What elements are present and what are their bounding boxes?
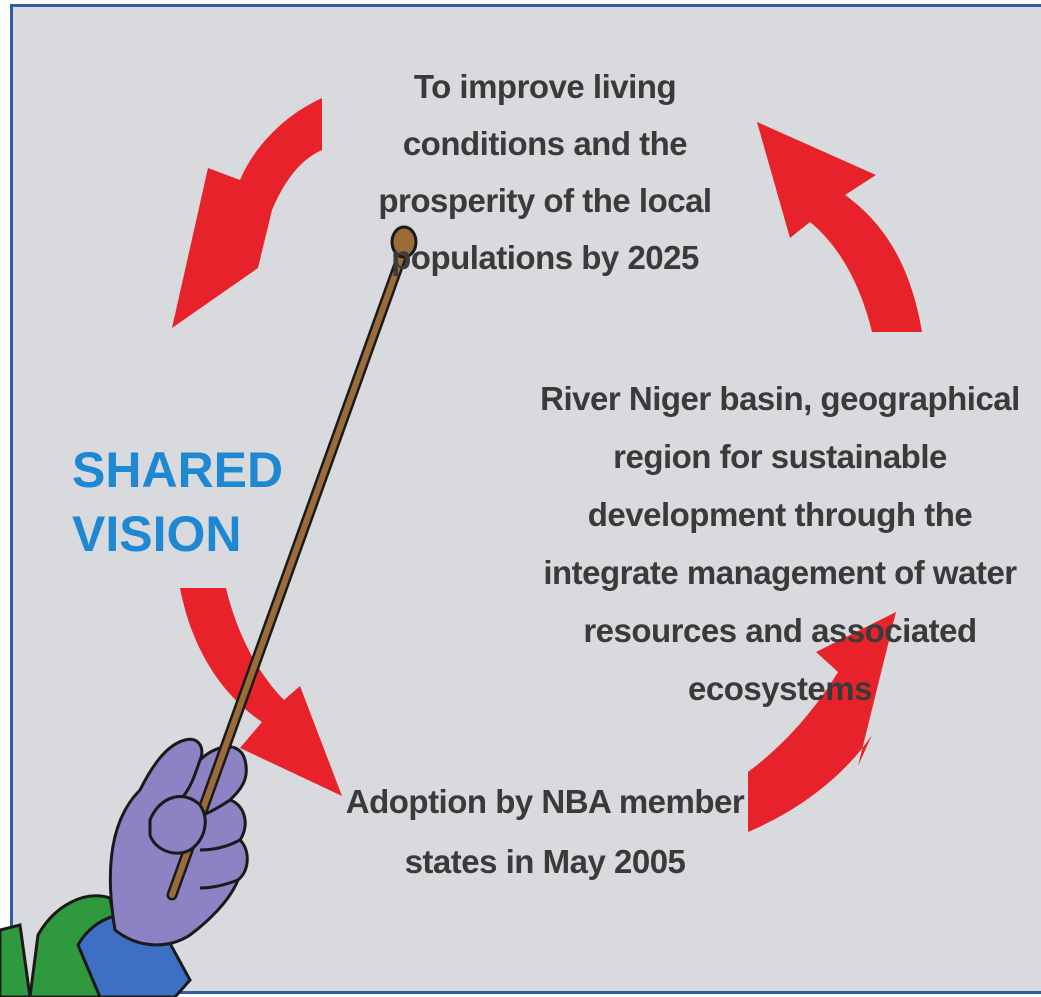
arrow-top-left [172, 98, 322, 328]
glove-finger-lines [178, 759, 241, 890]
shared-vision-title: SHARED VISION [72, 442, 284, 562]
pointer-tip [390, 225, 418, 259]
adoption-text: Adoption by NBA member states in May 200… [345, 783, 745, 880]
arrow-bottom-right [748, 612, 896, 832]
vision-goal-text: To improve living conditions and the pro… [378, 68, 712, 276]
basin-definition-text: River Niger basin, geographical region f… [540, 380, 1020, 707]
arrow-bottom-left [180, 588, 342, 796]
sleeve-edge [0, 923, 32, 997]
arrow-top-right [757, 122, 922, 332]
glove-thumb [148, 795, 207, 855]
pointer-stick-body [169, 247, 407, 898]
